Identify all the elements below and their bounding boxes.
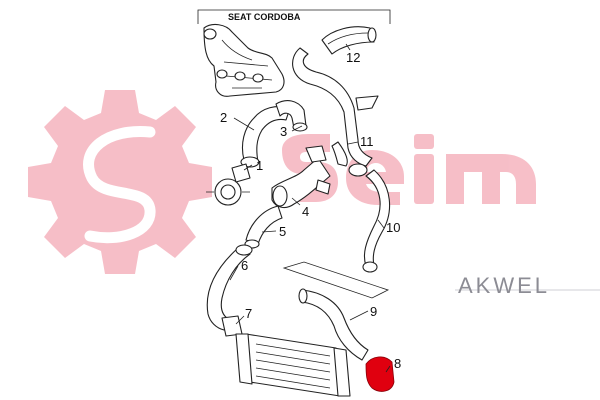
model-title-bracket: SEAT CORDOBA [197,9,391,24]
callout-10: 10 [386,220,400,235]
callout-8: 8 [394,356,401,371]
intake-manifold [203,23,285,97]
callout-9: 9 [370,304,377,319]
callout-7: 7 [245,306,252,321]
callout-5: 5 [279,224,286,239]
brand-name: AKWEL [458,273,550,298]
model-title: SEAT CORDOBA [228,12,301,22]
callout-11: 11 [360,134,374,149]
intercooler [235,333,351,397]
callout-4: 4 [302,204,309,219]
callout-3: 3 [280,124,287,139]
callout-12: 12 [346,50,360,65]
callout-2: 2 [220,110,227,125]
pipe-part-4 [271,145,331,209]
connector-part-1 [231,163,251,183]
hose-part-9 [282,261,390,361]
connector-part-7 [221,315,243,337]
pipe-part-11 [292,47,379,177]
callout-1: 1 [256,158,263,173]
callout-6: 6 [241,258,248,273]
gear-icon [28,90,212,274]
leader-lines [229,43,391,373]
hose-part-10 [362,169,391,273]
throttle-body [206,178,250,206]
callout-labels: 2 3 1 4 5 6 7 8 9 10 11 12 [220,50,401,371]
hose-part-8-highlighted [365,356,395,392]
hose-part-5 [244,205,283,249]
hose-part-12 [321,26,377,55]
